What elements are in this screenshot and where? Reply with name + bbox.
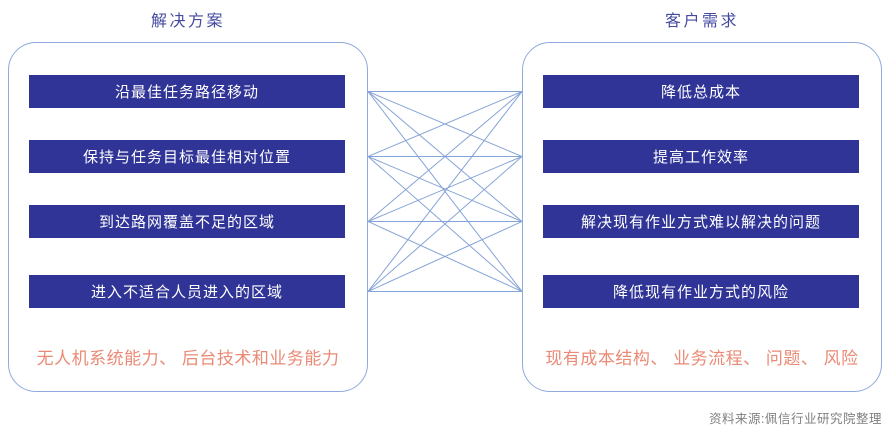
needs-caption: 现有成本结构、 业务流程、 问题、 风险 [545,349,859,368]
need-box-1: 降低总成本 [543,74,859,108]
solutions-panel: 沿最佳任务路径移动 保持与任务目标最佳相对位置 到达路网覆盖不足的区域 进入不适… [8,42,368,392]
solution-box-4: 进入不适合人员进入的区域 [29,274,345,308]
source-note: 资料来源:佩信行业研究院整理 [709,412,882,426]
right-column-title: 客户需求 [664,13,739,30]
solution-box-1: 沿最佳任务路径移动 [29,74,345,108]
left-column-title: 解决方案 [150,13,225,30]
need-box-3: 解决现有作业方式难以解决的问题 [543,204,859,238]
connector-lines-mesh [368,91,522,292]
need-box-4: 降低现有作业方式的风险 [543,274,859,308]
needs-panel: 降低总成本 提高工作效率 解决现有作业方式难以解决的问题 降低现有作业方式的风险… [522,42,882,392]
solutions-caption: 无人机系统能力、 后台技术和业务能力 [36,349,340,368]
need-box-2: 提高工作效率 [543,139,859,173]
solution-box-3: 到达路网覆盖不足的区域 [29,204,345,238]
solution-box-2: 保持与任务目标最佳相对位置 [29,139,345,173]
